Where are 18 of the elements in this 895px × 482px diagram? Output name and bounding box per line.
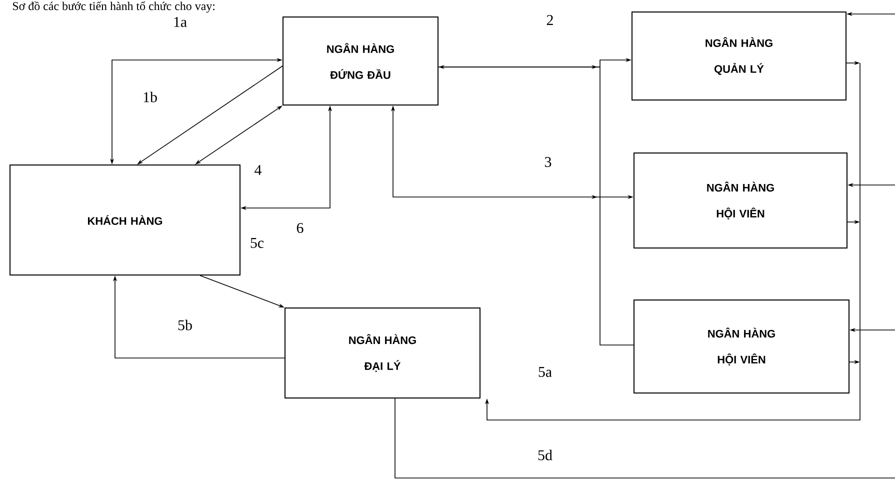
edge-label: 1a	[172, 16, 188, 28]
arrow	[484, 62, 860, 420]
bank-box: NGÂN HÀNG HỘI VIÊN	[634, 152, 848, 248]
bank-box: NGÂN HÀNG ĐẠI LÝ	[284, 308, 480, 398]
edge-label: 5d	[536, 448, 554, 462]
edge-label: 3	[543, 156, 553, 168]
edge-label: 6	[295, 222, 305, 234]
edge-label: 2	[545, 14, 555, 26]
edge-label: 4	[253, 164, 263, 176]
title: Sơ đồ các bước tiến hành tổ chức cho vay:	[13, 1, 214, 13]
edge-label: 5b	[176, 318, 194, 332]
bank-box: NGÂN HÀNG HỘI VIÊN	[634, 300, 850, 394]
bank-box: KHÁCH HÀNG	[10, 164, 240, 276]
edge-label: 5c	[248, 237, 266, 249]
edge-label: 5a	[536, 366, 554, 378]
bank-box: NGÂN HÀNG ĐỨNG ĐẦU	[282, 16, 438, 106]
edge-label: 1b	[142, 90, 158, 104]
bank-box: NGÂN HÀNG QUẢN LÝ	[632, 12, 846, 100]
